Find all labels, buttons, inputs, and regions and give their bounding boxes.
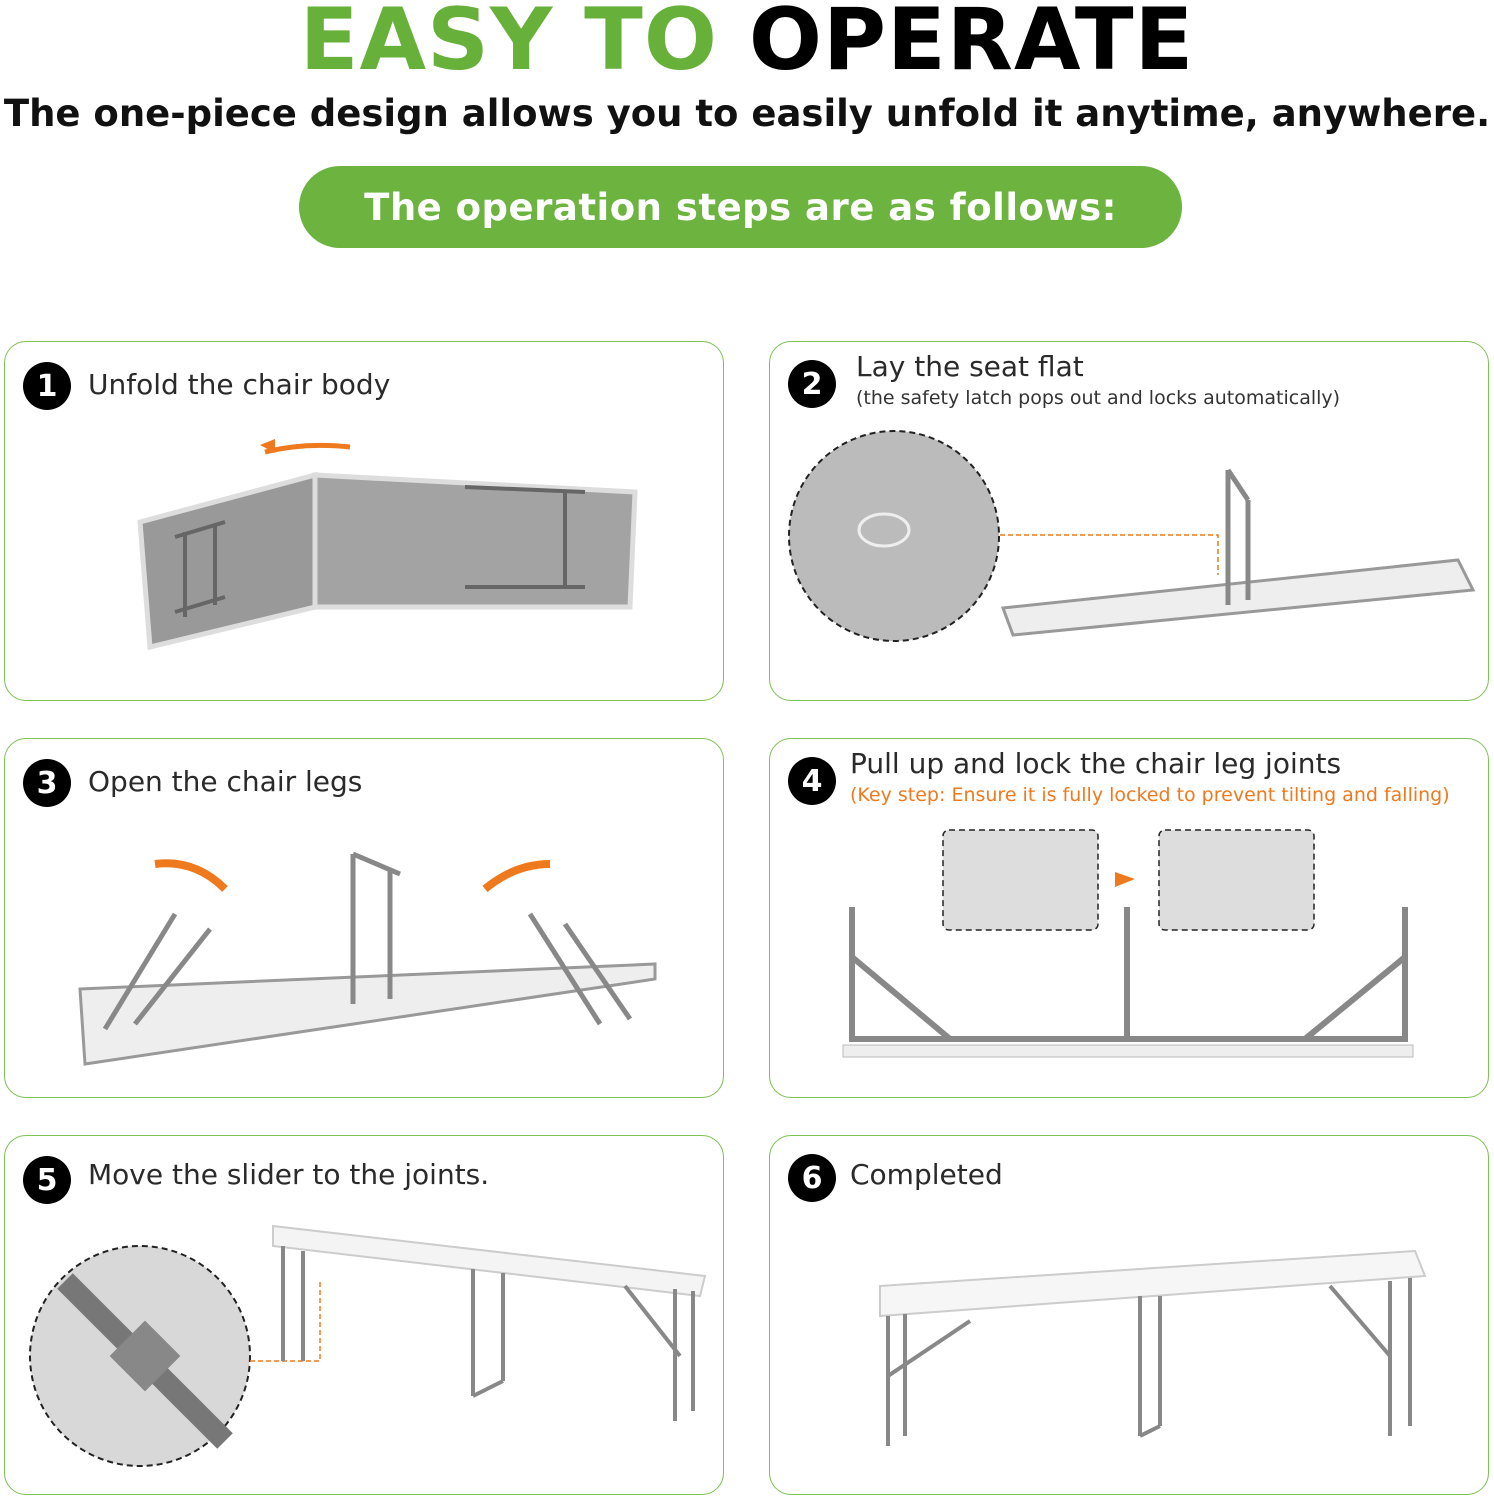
step-title: Completed xyxy=(850,1158,1003,1191)
step-number-5: 5 xyxy=(23,1156,71,1204)
step-4-panel: 4 Pull up and lock the chair leg joints … xyxy=(769,738,1489,1098)
arrow-icon xyxy=(264,442,351,455)
step-title: Pull up and lock the chair leg joints xyxy=(850,747,1342,780)
step-3-panel: 3 Open the chair legs xyxy=(4,738,724,1098)
latch-illustration xyxy=(788,430,1476,642)
arrow-icon xyxy=(482,860,551,893)
step-5-panel: 5 Move the slider to the joints. xyxy=(4,1135,724,1495)
step-note-warning: (Key step: Ensure it is fully locked to … xyxy=(850,784,1450,806)
step-number-6: 6 xyxy=(788,1154,836,1202)
open-legs-illustration xyxy=(78,851,657,1066)
step-title: Move the slider to the joints. xyxy=(88,1158,490,1191)
arrow-icon xyxy=(1115,872,1135,887)
step-title: Unfold the chair body xyxy=(88,368,391,401)
step-2-panel: 2 Lay the seat flat (the safety latch po… xyxy=(769,341,1489,701)
step-6-panel: 6 Completed xyxy=(769,1135,1489,1495)
completed-bench-illustration xyxy=(879,1249,1427,1446)
step-number-3: 3 xyxy=(23,759,71,807)
step-title: Open the chair legs xyxy=(88,765,363,798)
step-note: (the safety latch pops out and locks aut… xyxy=(856,387,1341,409)
lock-joints-illustration xyxy=(842,829,1414,1058)
step-number-1: 1 xyxy=(23,362,71,410)
arrow-icon xyxy=(154,859,228,892)
page-title: EASY TO OPERATE xyxy=(0,0,1494,86)
step-number-4: 4 xyxy=(788,757,836,805)
steps-banner: The operation steps are as follows: xyxy=(299,166,1182,248)
slider-illustration xyxy=(29,1224,707,1467)
step-number-2: 2 xyxy=(788,360,836,408)
title-green: EASY TO xyxy=(299,0,718,90)
step-title: Lay the seat flat xyxy=(856,350,1084,383)
folded-bench-illustration xyxy=(137,439,638,651)
title-black: OPERATE xyxy=(748,0,1195,90)
subtitle: The one-piece design allows you to easil… xyxy=(3,92,1491,135)
step-1-panel: 1 Unfold the chair body xyxy=(4,341,724,701)
